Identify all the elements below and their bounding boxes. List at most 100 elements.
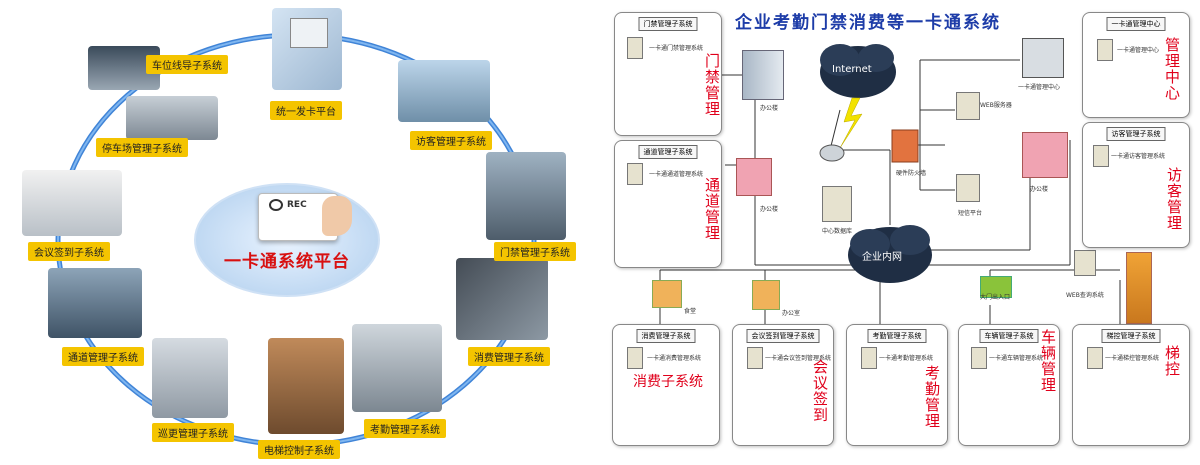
card-brand: REC — [287, 200, 307, 210]
elevator-label: 电梯控制子系统 — [258, 440, 340, 459]
office2-label: 办公楼 — [760, 206, 779, 213]
tower-building-icon — [1126, 252, 1152, 324]
patrol-label: 巡更管理子系统 — [152, 423, 234, 442]
intranet-cloud-label: 企业内网 — [862, 252, 902, 263]
access-photo — [486, 152, 566, 240]
server-icon — [627, 37, 643, 59]
right-network-diagram: 企业考勤门禁消费等一卡通系统 Internet 企业内网 办公楼 办公楼 办公楼… — [600, 0, 1200, 465]
consume-label: 消费管理子系统 — [468, 347, 550, 366]
vehicle-server-label: 一卡通车辆管理系统 — [989, 355, 1044, 362]
visitor-server-label: 一卡通访客管理系统 — [1111, 153, 1166, 160]
office1-label: 办公楼 — [760, 105, 779, 112]
canteen-label: 食堂 — [684, 308, 697, 315]
meeting-label: 会议签到子系统 — [28, 242, 110, 261]
consume-red-label: 消费子系统 — [633, 374, 703, 390]
visitor-photo — [398, 60, 490, 122]
visitor-box: 访客管理子系统 一卡通访客管理系统 访客管理 — [1082, 122, 1190, 248]
consume-photo — [456, 258, 548, 340]
elevator-photo — [268, 338, 344, 434]
access-label: 门禁管理子系统 — [494, 242, 576, 261]
elevator-box-title: 梯控管理子系统 — [1101, 329, 1161, 343]
pink-building-icon — [1022, 132, 1068, 178]
access-box-title: 门禁管理子系统 — [638, 17, 698, 31]
channel-box: 通道管理子系统 一卡通通道管理系统 通道管理 — [614, 140, 722, 268]
server-icon — [1074, 250, 1096, 276]
vehicle-red-label: 车辆管理 — [1039, 329, 1057, 393]
meeting-photo — [22, 170, 122, 236]
consume-box-title: 消费管理子系统 — [636, 329, 696, 343]
patrol-photo — [152, 338, 228, 418]
server-icon — [956, 92, 980, 120]
office-building-icon — [752, 280, 780, 310]
access-red-label: 门禁管理 — [703, 53, 721, 117]
meeting-red-label: 会议签到 — [811, 359, 829, 423]
server-icon — [627, 163, 643, 185]
channel-photo — [48, 268, 142, 338]
server-icon — [956, 174, 980, 202]
card-logo-icon — [269, 199, 283, 211]
office3-label: 办公楼 — [1030, 186, 1049, 193]
server-icon — [1097, 39, 1113, 61]
visitor-box-title: 访客管理子系统 — [1106, 127, 1166, 141]
attendance-server-label: 一卡通考勤管理系统 — [879, 355, 934, 362]
left-system-diagram: REC 一卡通系统平台 车位线导子系统 统一发卡平台 访客管理子系统 停车场管理… — [22, 8, 576, 459]
server-icon — [861, 347, 877, 369]
parking-label: 停车场管理子系统 — [96, 138, 188, 157]
internet-cloud-label: Internet — [832, 64, 872, 75]
channel-red-label: 通道管理 — [703, 177, 721, 241]
access-server-label: 一卡通门禁管理系统 — [649, 45, 704, 52]
database-icon — [822, 186, 852, 222]
card-issue-label: 统一发卡平台 — [270, 101, 342, 120]
center-server-label: 一卡通管理中心 — [1117, 47, 1160, 54]
channel-server-label: 一卡通通道管理系统 — [649, 171, 704, 178]
db-label: 中心数据库 — [822, 228, 853, 235]
channel-box-title: 通道管理子系统 — [638, 145, 698, 159]
office-building-icon — [742, 50, 784, 100]
web-server-label: WEB服务器 — [980, 102, 1012, 109]
center-box-title: 一卡通管理中心 — [1106, 17, 1166, 31]
server-icon — [1087, 347, 1103, 369]
meeting-box-title: 会议签到管理子系统 — [746, 329, 820, 343]
diagram-title: 企业考勤门禁消费等一卡通系统 — [735, 13, 1001, 33]
hand-illustration — [322, 196, 352, 236]
access-box: 门禁管理子系统 一卡通门禁管理系统 门禁管理 — [614, 12, 722, 136]
center-platform-label: 一卡通系统平台 — [224, 252, 350, 272]
center-box: 一卡通管理中心 一卡通管理中心 管理中心 — [1082, 12, 1190, 118]
elevator-server-label: 一卡通梯控管理系统 — [1105, 355, 1160, 362]
meeting-server-label: 一卡通会议签到管理系统 — [765, 355, 832, 362]
center-red-label: 管理中心 — [1163, 37, 1181, 101]
attendance-box-title: 考勤管理子系统 — [867, 329, 927, 343]
firewall-label: 硬件防火墙 — [896, 170, 927, 177]
attendance-photo — [352, 324, 442, 412]
sms-label: 短信平台 — [958, 210, 983, 217]
meeting-box: 会议签到管理子系统 一卡通会议签到管理系统 会议签到 — [732, 324, 834, 446]
visitor-label: 访客管理子系统 — [410, 131, 492, 150]
elevator-red-label: 梯控 — [1163, 345, 1181, 377]
office4-label: 办公室 — [782, 310, 801, 317]
gate-icon — [980, 276, 1012, 298]
visitor-red-label: 访客管理 — [1165, 167, 1183, 231]
server-icon — [627, 347, 643, 369]
gate-label: 大门出入口 — [980, 294, 1011, 301]
mgmt-center-label: 一卡通管理中心 — [1018, 84, 1061, 91]
web-query-label: WEB查询系统 — [1066, 292, 1104, 299]
consume-server-label: 一卡通消费管理系统 — [647, 355, 702, 362]
attendance-label: 考勤管理子系统 — [364, 419, 446, 438]
server-icon — [971, 347, 987, 369]
attendance-red-label: 考勤管理 — [923, 365, 941, 429]
server-icon — [747, 347, 763, 369]
parking-photo — [126, 96, 218, 140]
elevator-box: 梯控管理子系统 一卡通梯控管理系统 梯控 — [1072, 324, 1190, 446]
vehicle-box: 车辆管理子系统 一卡通车辆管理系统 车辆管理 — [958, 324, 1060, 446]
channel-label: 通道管理子系统 — [62, 347, 144, 366]
pink-building-icon — [736, 158, 772, 196]
card-issue-photo — [272, 8, 342, 90]
attendance-box: 考勤管理子系统 一卡通考勤管理系统 考勤管理 — [846, 324, 948, 446]
mgmt-center-building-icon — [1022, 38, 1064, 78]
consume-box: 消费管理子系统 一卡通消费管理系统 消费子系统 — [612, 324, 720, 446]
network-lines — [659, 44, 1121, 325]
parking-guide-label: 车位线导子系统 — [146, 55, 228, 74]
vehicle-box-title: 车辆管理子系统 — [979, 329, 1039, 343]
server-icon — [1093, 145, 1109, 167]
canteen-building-icon — [652, 280, 682, 308]
